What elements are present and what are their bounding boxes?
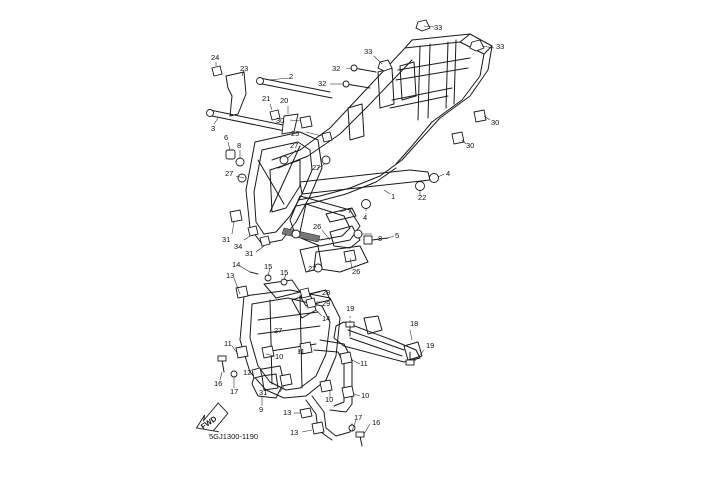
callout-number: 10 — [275, 352, 283, 361]
callout-number: 26 — [313, 222, 321, 231]
main-frame — [245, 33, 493, 273]
fwd-arrow-icon: FWD — [195, 402, 229, 433]
callout-number: 23 — [240, 64, 248, 73]
callout-number: 2 — [289, 72, 293, 81]
callout-number: 7 — [348, 206, 352, 215]
callout-number: 10 — [325, 395, 333, 404]
callout-number: 13 — [226, 271, 234, 280]
callout-number: 4 — [446, 169, 450, 178]
callout-number: 27 — [274, 326, 282, 335]
callout-number: 9 — [259, 405, 263, 414]
callout-number: 10 — [361, 391, 369, 400]
callout-number: 11 — [224, 339, 232, 348]
callout-number: 13 — [283, 408, 291, 417]
callout-number: 31 — [222, 235, 230, 244]
callout-number: 12 — [243, 368, 251, 377]
callout-number: 16 — [372, 418, 380, 427]
callout-number: 29 — [322, 299, 330, 308]
callout-number: 15 — [264, 262, 272, 271]
callout-number: 14 — [232, 260, 240, 269]
callout-number: 15 — [280, 268, 288, 277]
callout-number: 31 — [245, 249, 253, 258]
callout-number: 27 — [225, 169, 233, 178]
callout-number: 27 — [312, 163, 320, 172]
callout-number: 11 — [297, 347, 305, 356]
lower-frame — [239, 279, 353, 441]
callout-number: 13 — [290, 428, 298, 437]
callout-number: 6 — [224, 133, 228, 142]
callout-number: 8 — [237, 141, 241, 150]
callout-number: 25 — [291, 129, 299, 138]
callout-number: 33 — [364, 47, 372, 56]
bolts-long — [206, 77, 333, 133]
callout-number: 21 — [262, 94, 270, 103]
callout-number: 8 — [378, 234, 382, 243]
callout-number: 30 — [466, 141, 474, 150]
callout-number: 17 — [230, 387, 238, 396]
callout-number: 4 — [363, 213, 367, 222]
callout-number: 27 — [308, 264, 316, 273]
callout-number: 5 — [395, 231, 399, 240]
callout-number: 30 — [491, 118, 499, 127]
callout-number: 32 — [332, 64, 340, 73]
document-code: 5GJ1300-1190 — [209, 432, 258, 441]
callout-number: 24 — [211, 53, 219, 62]
callout-number: 20 — [280, 96, 288, 105]
callout-number: 27 — [290, 141, 298, 150]
callout-number: 1 — [391, 192, 395, 201]
stay-bracket-18 — [333, 315, 423, 363]
callout-number: 31 — [259, 388, 267, 397]
fasteners — [211, 19, 487, 447]
callout-number: 22 — [418, 193, 426, 202]
callout-number: 26 — [352, 267, 360, 276]
callout-number: 17 — [354, 413, 362, 422]
callout-number: 34 — [234, 242, 242, 251]
leader-lines — [213, 25, 495, 435]
callout-number: 16 — [214, 379, 222, 388]
callout-number: 32 — [318, 79, 326, 88]
callout-number: 14 — [322, 314, 330, 323]
callout-number: 19 — [426, 341, 434, 350]
callout-number: 11 — [360, 359, 368, 368]
callout-number: 18 — [410, 319, 418, 328]
callout-number: 3 — [211, 124, 215, 133]
callout-number: 19 — [346, 304, 354, 313]
callout-number: 30 — [276, 116, 284, 125]
callout-number: 28 — [322, 288, 330, 297]
callout-number: 33 — [496, 42, 504, 51]
callout-number: 33 — [434, 23, 442, 32]
callout-labels: 1 2 3 4 4 5 6 7 8 8 9 10 10 10 11 11 11 … — [211, 23, 504, 437]
